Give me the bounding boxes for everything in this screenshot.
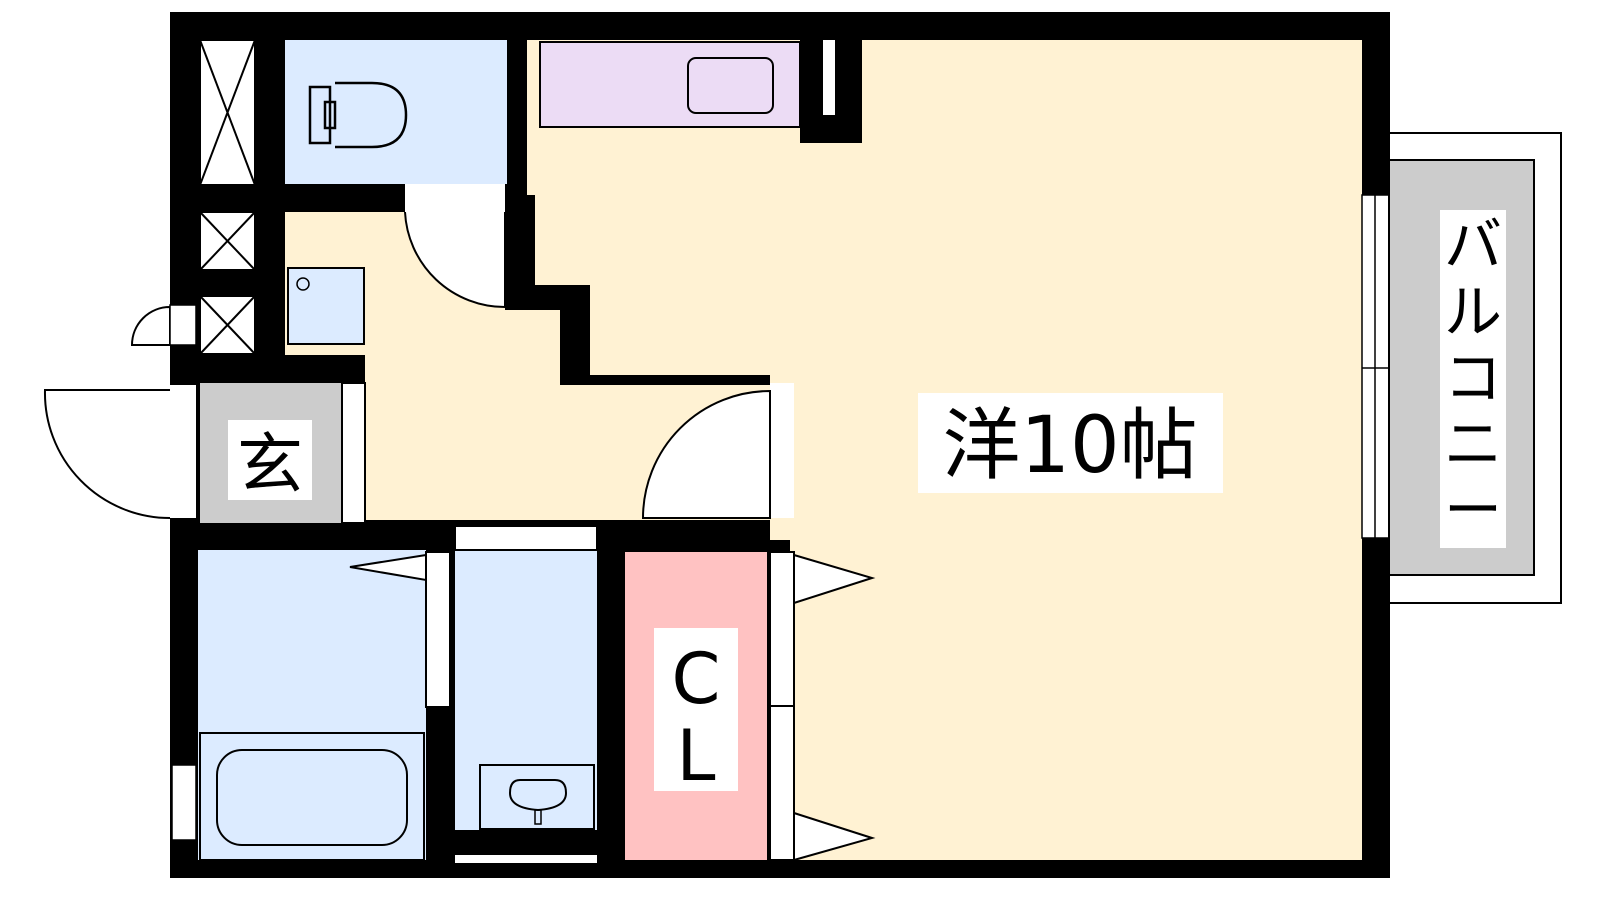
corridor-cabinet [287, 267, 365, 345]
washbasin-counter [479, 764, 595, 830]
entrance-label-bg [228, 420, 312, 500]
label-closet-l: L [677, 715, 716, 797]
entrance-door-swing [43, 389, 171, 519]
label-closet-c: C [672, 638, 721, 720]
room-toilet [285, 40, 507, 184]
entrance-door-frame [170, 385, 196, 518]
label-balcony-char: ル [1444, 278, 1502, 346]
kitchen-counter [539, 41, 801, 128]
bath-door-arrow [349, 553, 427, 582]
label-balcony-char: ニ [1444, 410, 1502, 478]
balcony-label-bg [1440, 210, 1506, 548]
kitchen-sink [687, 57, 774, 114]
closet-door-2 [769, 705, 795, 861]
label-balcony: バ ル コ ニ ー [1444, 211, 1502, 544]
closet-arrow-1 [793, 553, 876, 605]
bath-sliding-door [425, 551, 451, 708]
meter-box-door [130, 305, 171, 346]
toilet-fixture [308, 81, 408, 149]
kitchen-wall-gap [823, 40, 835, 115]
entrance-side-panel [341, 382, 366, 524]
cabinet-knob [296, 277, 310, 291]
closet-door-1 [769, 551, 795, 707]
room-corridor [285, 212, 770, 520]
label-balcony-char: バ [1444, 211, 1502, 279]
label-entrance: 玄 [237, 426, 303, 503]
bath-window [171, 764, 197, 841]
toilet-door-frame [405, 184, 505, 212]
bathtub [199, 732, 425, 861]
label-balcony-char: ー [1444, 476, 1502, 544]
toilet-door-swing [404, 211, 506, 309]
main-door-swing [641, 389, 771, 519]
main-door-frame [770, 383, 794, 518]
washroom-bottom-gap [455, 855, 597, 863]
label-western-room: 洋10帖 [942, 401, 1197, 491]
label-balcony-char: コ [1444, 344, 1502, 412]
bathtub-basin [216, 749, 408, 846]
closet-label-bg [654, 628, 738, 791]
washroom-door-top [454, 525, 598, 551]
storage-marks [199, 39, 256, 355]
western-label-bg [918, 393, 1223, 493]
closet-arrow-2 [793, 811, 876, 862]
